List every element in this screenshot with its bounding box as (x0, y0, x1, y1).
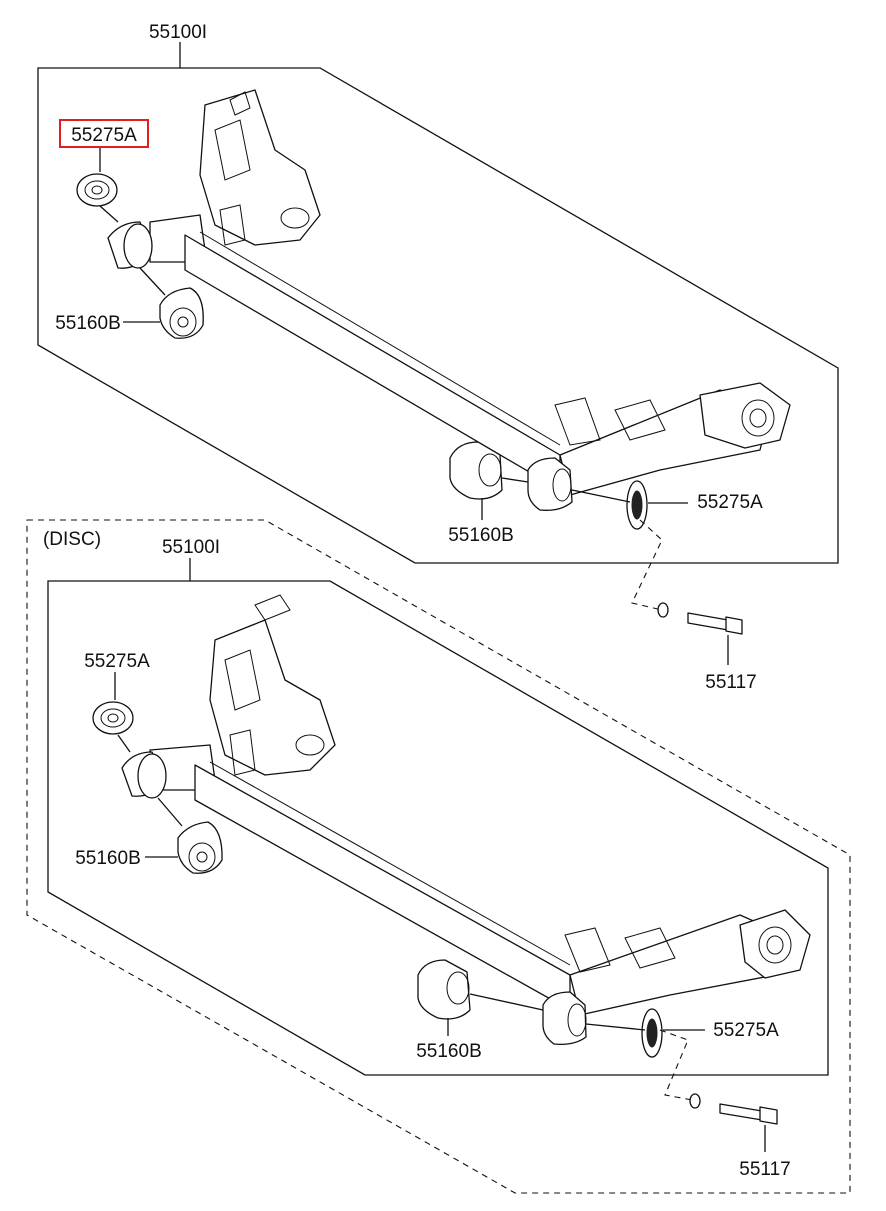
upper-left-mount-bushing[interactable] (159, 287, 204, 339)
lower-right-bushing-ring[interactable] (641, 1008, 663, 1058)
upper-right-bushing-label[interactable]: 55275A (697, 492, 763, 513)
upper-assembly: 55100I 55275A 55160B 55160B 55275A 55117 (37, 22, 839, 693)
upper-assembly-label: 55100I (149, 22, 207, 43)
lower-left-bushing-ring[interactable] (92, 701, 134, 735)
upper-assembly-frame (37, 67, 839, 564)
lower-left-mount-bushing[interactable] (177, 821, 223, 874)
upper-left-bushing-ring[interactable] (76, 173, 118, 207)
lower-assembly: (DISC) 55100I 55275A 55160B 55160B 55275… (26, 519, 851, 1194)
lower-right-sleeve[interactable] (542, 991, 587, 1045)
upper-beam-axle (149, 89, 791, 496)
lower-right-mount-bushing[interactable] (417, 959, 471, 1020)
upper-right-mount-label[interactable]: 55160B (448, 525, 514, 546)
upper-left-bushing-highlight (59, 119, 149, 148)
upper-bolt[interactable] (657, 602, 743, 635)
upper-left-bushing-label[interactable]: 55275A (71, 125, 137, 146)
lower-beam-axle (149, 594, 811, 1016)
lower-bolt[interactable] (689, 1093, 778, 1125)
lower-bolt-label[interactable]: 55117 (739, 1159, 790, 1180)
upper-bolt-label[interactable]: 55117 (705, 672, 756, 693)
upper-right-mount-bushing[interactable] (449, 441, 503, 500)
upper-left-sleeve[interactable] (107, 221, 153, 269)
lower-right-bushing-label[interactable]: 55275A (713, 1020, 779, 1041)
upper-left-mount-label[interactable]: 55160B (55, 313, 121, 334)
lower-left-bushing-label[interactable]: 55275A (84, 651, 150, 672)
lower-right-mount-label[interactable]: 55160B (416, 1041, 482, 1062)
lower-left-mount-label[interactable]: 55160B (75, 848, 141, 869)
lower-assembly-frame (47, 580, 829, 1076)
disc-group-frame (26, 519, 851, 1194)
lower-left-sleeve[interactable] (121, 751, 167, 799)
disc-group-label: (DISC) (43, 529, 101, 550)
lower-assembly-label: 55100I (162, 537, 220, 558)
upper-right-sleeve[interactable] (527, 457, 573, 511)
upper-right-bushing-ring[interactable] (626, 480, 648, 530)
